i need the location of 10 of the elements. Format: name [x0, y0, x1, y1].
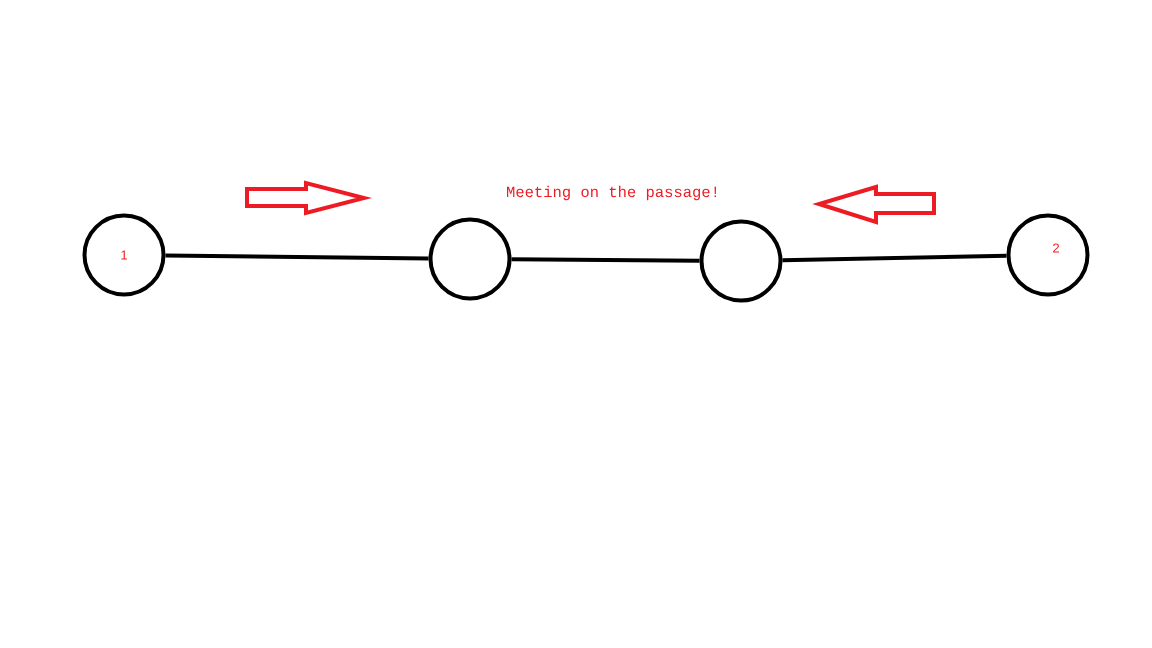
circle-node	[428, 217, 512, 301]
connecting-line	[165, 253, 429, 261]
connecting-line	[511, 257, 700, 263]
node-number: 1	[121, 250, 127, 260]
circle-node	[1006, 213, 1090, 297]
note-text: Meeting on the passage!	[507, 185, 717, 201]
circle-node	[699, 219, 783, 303]
connecting-line	[782, 253, 1007, 263]
node-number: 2	[1053, 243, 1059, 253]
circle-node	[82, 213, 166, 297]
